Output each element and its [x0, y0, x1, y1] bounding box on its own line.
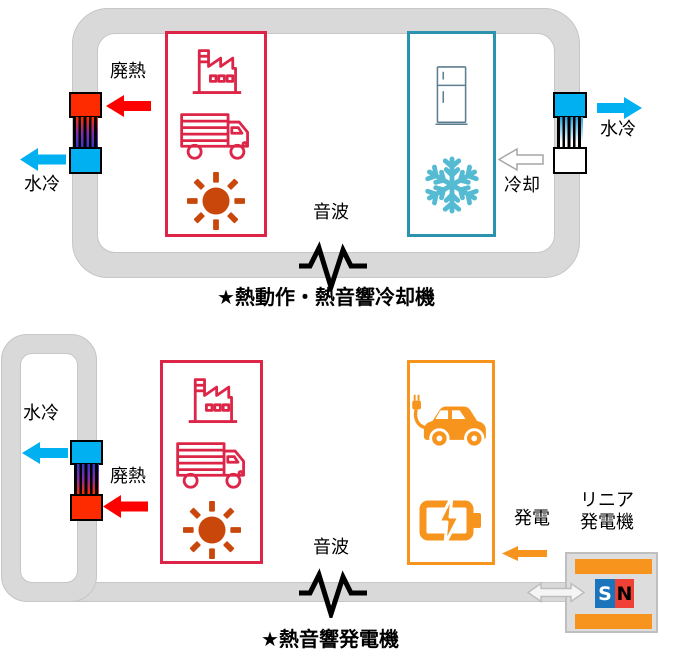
- top-right-white-block: [553, 147, 587, 174]
- top-right-cold-block: [553, 92, 587, 118]
- factory-icon: [192, 49, 242, 94]
- top-cooling-target-box: [407, 31, 496, 237]
- bottom-caption: ★熱音響発電機: [261, 627, 399, 651]
- refrigerator-icon: [434, 66, 468, 126]
- top-left-regenerator-stack: [73, 117, 98, 148]
- bottom-waste-heat-label: 廃熱: [110, 466, 146, 487]
- magnet-n: N: [615, 579, 634, 608]
- top-left-hot-block: [69, 92, 102, 118]
- top-waste-heat-label: 廃熱: [110, 61, 146, 82]
- linear-generator-label-line1: リニア: [580, 490, 634, 511]
- ev-car-icon: [412, 394, 486, 449]
- generator-coil-top: [575, 559, 652, 574]
- factory-icon: [188, 378, 237, 423]
- oscillation-double-arrow-icon: [527, 582, 585, 603]
- water-cooling-arrow-icon: [22, 442, 68, 464]
- waste-heat-arrow-icon: [106, 95, 151, 117]
- truck-icon: [175, 442, 245, 489]
- bottom-heat-source-box: [160, 360, 263, 564]
- truck-icon: [180, 113, 249, 160]
- magnet-s: S: [595, 579, 615, 608]
- top-water-cooling-left-label: 水冷: [24, 174, 60, 195]
- sun-icon: [187, 172, 245, 230]
- waste-heat-arrow-icon: [103, 495, 148, 518]
- bottom-loop-inner: [20, 353, 78, 583]
- power-generation-label: 発電: [514, 508, 550, 529]
- bottom-cold-block: [70, 440, 103, 465]
- cooling-output-arrow-icon: [498, 147, 544, 172]
- bottom-water-cooling-label: 水冷: [23, 403, 59, 424]
- linear-generator-label: リニア 発電機: [570, 490, 644, 534]
- water-cooling-arrow-icon: [20, 148, 66, 171]
- top-sound-wave-label: 音波: [313, 202, 349, 223]
- water-cooling-out-arrow-icon: [597, 97, 642, 119]
- top-water-cooling-right-label: 水冷: [600, 119, 636, 140]
- power-generation-arrow-icon: [502, 546, 547, 561]
- sun-icon: [182, 501, 241, 559]
- battery-charging-icon: [419, 495, 481, 545]
- top-loop-pipe: [72, 8, 580, 278]
- bottom-regenerator-stack: [74, 464, 99, 495]
- top-caption: ★熱動作・熱音響冷却機: [217, 285, 435, 309]
- generator-coil-bottom: [575, 614, 652, 629]
- linear-generator-label-line2: 発電機: [580, 512, 634, 533]
- snowflake-icon: [424, 156, 479, 214]
- top-right-regenerator-stack: [557, 117, 583, 148]
- bottom-sound-wave-label: 音波: [313, 537, 349, 558]
- top-left-cold-block: [69, 147, 102, 174]
- sound-wave-icon: [299, 241, 367, 291]
- bottom-hot-block: [70, 494, 103, 521]
- top-heat-source-box: [165, 31, 267, 237]
- cooling-label: 冷却: [504, 175, 540, 196]
- sound-wave-icon: [299, 568, 367, 618]
- power-target-box: [407, 360, 495, 565]
